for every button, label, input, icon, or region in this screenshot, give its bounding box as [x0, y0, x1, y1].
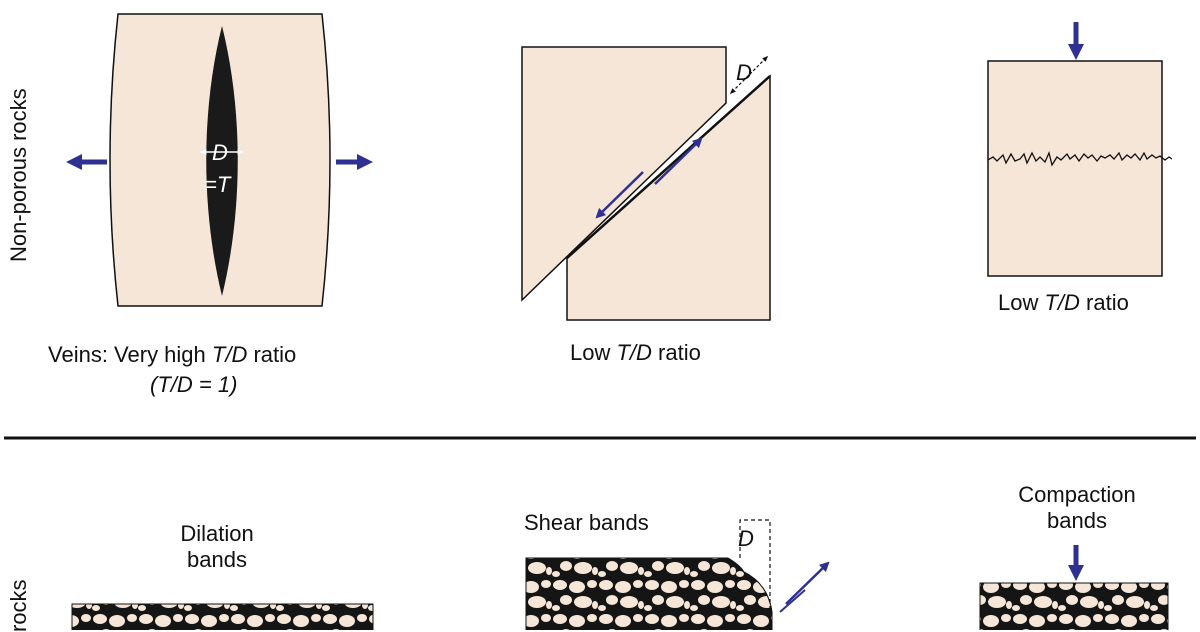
- vein-caption-td: T/D: [211, 342, 248, 367]
- compaction-porous-rock: [979, 582, 1169, 630]
- stylolite-seam: [987, 151, 1173, 167]
- shear-arrow-upper: [785, 561, 830, 605]
- vein-caption: Veins: Very high T/D ratio: [48, 342, 296, 368]
- vein-t-label: =T: [204, 172, 231, 197]
- stylolite-caption: Low T/D ratio: [998, 290, 1129, 316]
- side-label-porous-partial: rocks: [6, 579, 31, 632]
- dilation-panel: [71, 603, 374, 630]
- stylolite-panel: [987, 22, 1173, 277]
- fault-caption-post: ratio: [651, 340, 701, 365]
- fault-d-label: D: [736, 60, 752, 85]
- shear-panel: [525, 519, 830, 630]
- stylolite-host-rock: [987, 60, 1163, 277]
- shear-offset-box: [739, 519, 771, 612]
- vein-caption-pre: Veins: Very high: [48, 342, 212, 367]
- shear-porous-rock: [525, 557, 773, 630]
- fault-caption-pre: Low: [570, 340, 617, 365]
- dilation-title-line1: Dilation: [180, 521, 254, 546]
- vein-panel: [65, 13, 374, 307]
- shear-arrow-lower: [779, 589, 806, 613]
- fault-caption-td: T/D: [616, 340, 652, 365]
- compaction-title-line2: bands: [1047, 508, 1107, 533]
- fault-caption: Low T/D ratio: [570, 340, 701, 366]
- stylolite-caption-td: T/D: [1044, 290, 1080, 315]
- vein-caption-post: ratio: [247, 342, 297, 367]
- vein-opening: [206, 26, 238, 296]
- compaction-title-line1: Compaction: [1018, 482, 1136, 507]
- fault-plane: [566, 75, 771, 259]
- fault-hanging-wall: [521, 46, 727, 302]
- compaction-panel: [979, 545, 1169, 630]
- dilation-title-line2: bands: [187, 547, 247, 572]
- shear-title: Shear bands: [524, 510, 649, 535]
- vein-d-label: D: [212, 140, 228, 165]
- slip-arrow-up: [654, 137, 703, 185]
- dilation-porous-rock: [71, 603, 374, 630]
- fault-panel: [521, 46, 771, 321]
- slip-arrow-down: [595, 171, 644, 219]
- stylolite-caption-post: ratio: [1079, 290, 1129, 315]
- stylolite-caption-pre: Low: [998, 290, 1045, 315]
- shear-d-label: D: [738, 526, 754, 551]
- fault-offset-arrow: [729, 55, 769, 95]
- vein-caption-ratio: (T/D = 1): [150, 372, 238, 397]
- side-label-non-porous: Non-porous rocks: [6, 88, 31, 262]
